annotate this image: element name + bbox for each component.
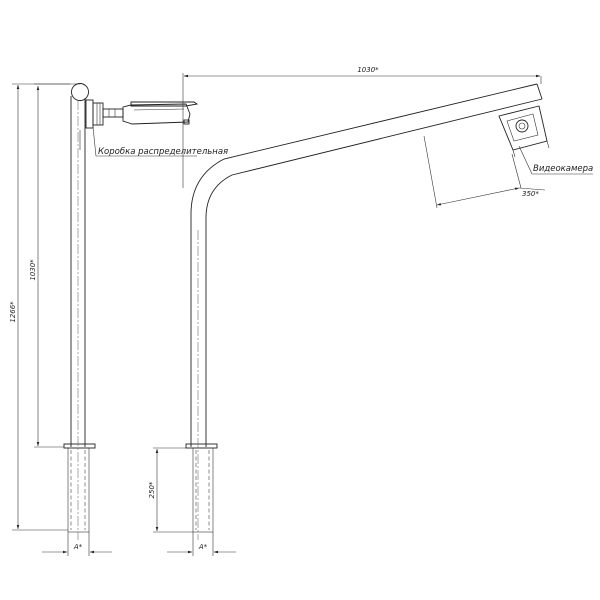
junction-box (79, 99, 104, 150)
camera-front (498, 105, 550, 158)
camera-side (102, 101, 199, 125)
base-width-right-dim: A* (198, 543, 208, 551)
arm-inner-edge (205, 98, 543, 447)
front-view: Видеокамера 1030* 350* 250* A* (148, 66, 593, 556)
base-width-left-dim: A* (73, 543, 83, 551)
base-embed (67, 447, 90, 533)
total-height-dim: 1266* (9, 301, 17, 323)
arm-outer-edge (190, 83, 538, 447)
camera-offset-dim: 350* (522, 190, 539, 198)
base-embed-right (192, 447, 214, 533)
arm-length-dim: 1030* (357, 66, 379, 74)
flange (63, 443, 96, 449)
camera-label: Видеокамера (533, 164, 593, 174)
pole-cap (71, 83, 89, 101)
side-view: Коробка распределительная 1266* 1030* A* (9, 83, 228, 556)
pole-height-dim: 1030* (29, 259, 37, 281)
base-depth-dim: 250* (148, 481, 156, 498)
junction-box-label: Коробка распределительная (98, 147, 228, 157)
